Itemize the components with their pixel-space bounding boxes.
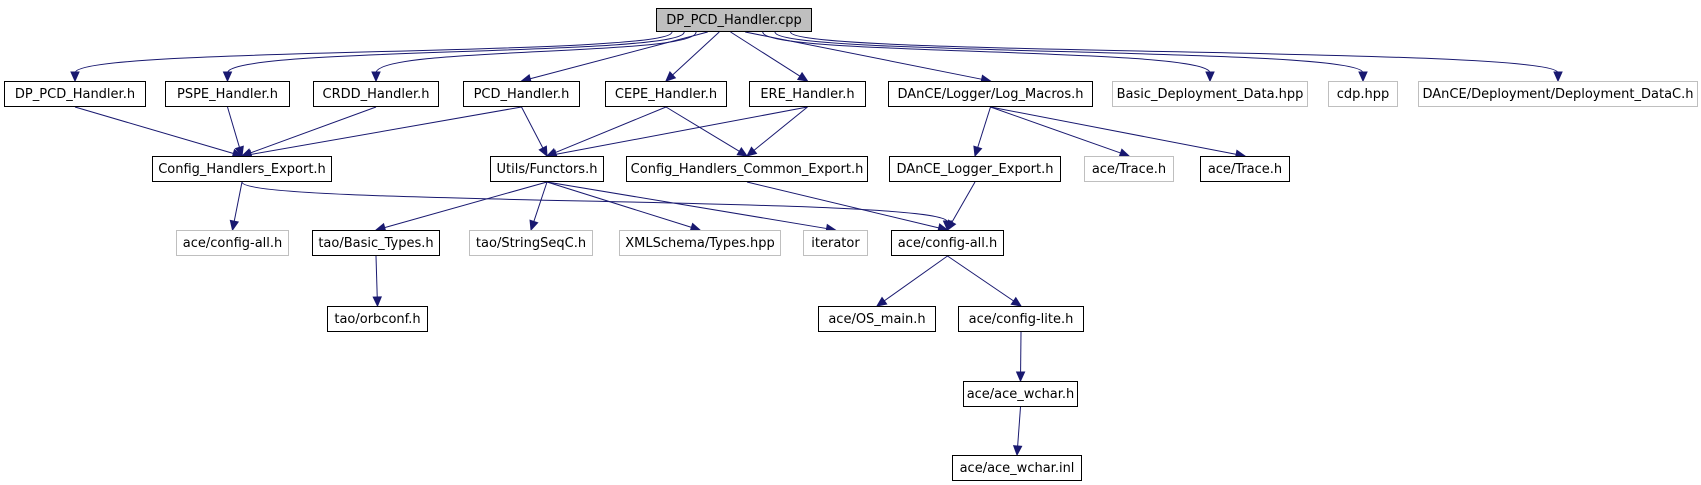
node-ace-wchar-inl[interactable]: ace/ace_wchar.inl	[952, 455, 1082, 481]
node-dep-datac: DAnCE/Deployment/Deployment_DataC.h	[1418, 81, 1698, 107]
arrowhead-configall-ext	[229, 219, 240, 232]
arrowhead-ere-h	[796, 71, 809, 82]
edge-root-to-cdp	[774, 31, 1364, 74]
arrowhead-crdd-h	[371, 71, 381, 83]
node-pspe-h[interactable]: PSPE_Handler.h	[165, 81, 290, 107]
edge-pcd-h-to-functors	[521, 106, 544, 150]
edge-root-to-dep-datac	[790, 31, 1559, 74]
edge-chexport-to-configall	[241, 181, 948, 223]
arrowhead-functors	[538, 145, 548, 158]
edge-cepe-h-to-chcommon	[665, 106, 741, 153]
edge-chexport-to-configall-ext	[233, 181, 243, 223]
node-xmltypes: XMLSchema/Types.hpp	[619, 230, 781, 256]
node-functors[interactable]: Utils/Functors.h	[490, 156, 604, 182]
edge-functors-to-stringseqc	[533, 181, 548, 223]
arrowhead-dp-pcd-h	[70, 71, 80, 83]
node-config-lite[interactable]: ace/config-lite.h	[958, 306, 1084, 332]
edge-logger-export-to-configall	[951, 181, 976, 224]
arrowhead-configall	[946, 219, 957, 232]
arrowhead-orbconf	[372, 296, 382, 308]
arrowhead-cdp	[1358, 71, 1368, 83]
arrowhead-pspe-h	[222, 71, 233, 83]
arrowhead-stringseqc	[529, 219, 539, 232]
edge-ace-wchar-to-ace-wchar-inl	[1017, 406, 1021, 448]
node-ace-wchar[interactable]: ace/ace_wchar.h	[963, 381, 1078, 407]
node-ere-h[interactable]: ERE_Handler.h	[749, 81, 866, 107]
node-configall-ext: ace/config-all.h	[176, 230, 289, 256]
edge-root-to-crdd-h	[375, 31, 697, 74]
edge-root-to-cepe-h	[671, 31, 720, 76]
arrowhead-dep-datac	[1553, 71, 1563, 83]
edge-functors-to-basic-types	[383, 181, 548, 229]
node-dp-pcd-h[interactable]: DP_PCD_Handler.h	[4, 81, 146, 107]
node-os-main[interactable]: ace/OS_main.h	[818, 306, 936, 332]
node-trace[interactable]: ace/Trace.h	[1200, 156, 1290, 182]
edge-root-to-ere-h	[730, 31, 802, 78]
edge-basic-types-to-orbconf	[375, 255, 378, 299]
edge-pspe-h-to-chexport	[227, 106, 241, 149]
edge-root-to-basic-dep	[762, 31, 1211, 74]
node-log-macros[interactable]: DAnCE/Logger/Log_Macros.h	[888, 81, 1093, 107]
edge-root-to-pcd-h	[529, 31, 708, 80]
arrowhead-basic-dep	[1205, 71, 1215, 83]
edge-configall-to-os-main	[883, 255, 948, 302]
node-configall[interactable]: ace/config-all.h	[891, 230, 1004, 256]
arrowhead-chcommon	[746, 146, 758, 157]
node-root[interactable]: DP_PCD_Handler.cpp	[656, 8, 812, 32]
arrowhead-chcommon	[736, 147, 749, 157]
edge-functors-to-iterator	[546, 181, 828, 230]
node-crdd-h[interactable]: CRDD_Handler.h	[313, 81, 439, 107]
node-basic-types[interactable]: tao/Basic_Types.h	[312, 230, 440, 256]
edge-cepe-h-to-functors	[554, 106, 667, 154]
edge-log-macros-to-logger-export	[976, 106, 991, 149]
arrowhead-cepe-h	[665, 71, 677, 82]
arrowhead-ace-wchar-inl	[1012, 445, 1023, 457]
edge-crdd-h-to-chexport	[249, 106, 377, 154]
node-logger-export[interactable]: DAnCE_Logger_Export.h	[889, 156, 1061, 182]
edge-ere-h-to-functors	[554, 106, 808, 156]
arrowhead-chexport	[234, 145, 244, 158]
node-orbconf[interactable]: tao/orbconf.h	[327, 306, 428, 332]
edge-pcd-h-to-chexport	[249, 106, 522, 156]
node-basic-dep: Basic_Deployment_Data.hpp	[1112, 81, 1308, 107]
node-cepe-h[interactable]: CEPE_Handler.h	[605, 81, 727, 107]
node-iterator: iterator	[803, 230, 868, 256]
arrowhead-os-main	[875, 296, 888, 307]
edge-dp-pcd-h-to-chexport	[74, 106, 235, 155]
edge-functors-to-xmltypes	[546, 181, 693, 229]
node-stringseqc: tao/StringSeqC.h	[469, 230, 593, 256]
edge-root-to-dp-pcd-h	[74, 31, 673, 74]
edge-log-macros-to-trace-ext	[990, 106, 1122, 154]
edge-log-macros-to-trace	[990, 106, 1238, 155]
node-chcommon[interactable]: Config_Handlers_Common_Export.h	[626, 156, 868, 182]
arrowhead-logger-export	[973, 145, 983, 158]
edge-chcommon-to-configall	[746, 181, 940, 229]
arrowhead-config-lite	[1010, 296, 1023, 307]
arrowhead-ace-wchar	[1015, 371, 1026, 383]
edge-ere-h-to-chcommon	[752, 106, 808, 152]
edge-root-to-pspe-h	[227, 31, 685, 74]
node-chexport[interactable]: Config_Handlers_Export.h	[152, 156, 332, 182]
node-pcd-h[interactable]: PCD_Handler.h	[463, 81, 580, 107]
node-trace-ext: ace/Trace.h	[1084, 156, 1174, 182]
edge-configall-to-config-lite	[947, 255, 1015, 302]
node-cdp: cdp.hpp	[1328, 81, 1398, 107]
